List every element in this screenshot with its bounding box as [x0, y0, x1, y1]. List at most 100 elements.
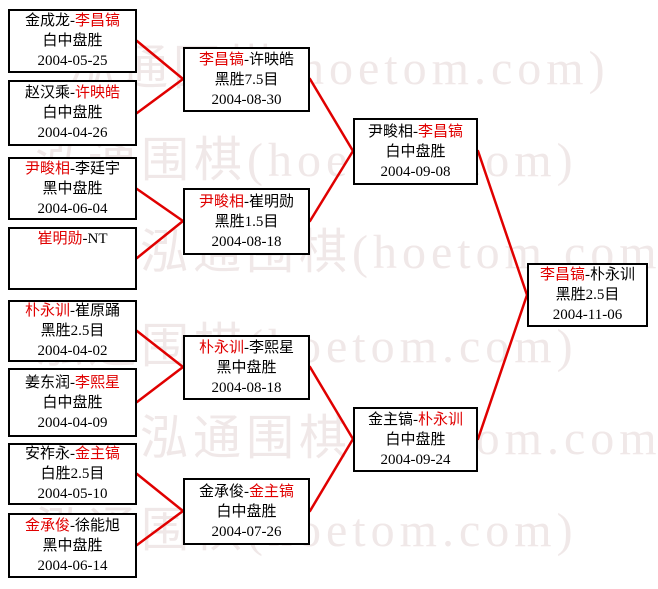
match-result: 白中盘胜 — [42, 33, 103, 49]
bracket-connector — [135, 39, 185, 81]
match-result: 白中盘胜 — [216, 503, 277, 520]
match-date: 2004-06-04 — [37, 200, 108, 217]
match-date: 2004-11-06 — [552, 307, 623, 323]
player-name: 金主镐 — [249, 483, 295, 500]
match-final: 李昌镐-朴永训 黑胜2.5目 2004-11-06 — [527, 263, 648, 327]
match-date: 2004-08-18 — [211, 379, 282, 396]
match-sf-1: 尹畯相-李昌镐 白中盘胜 2004-09-08 — [353, 118, 478, 185]
bracket-connector — [135, 472, 185, 513]
match-date: 2004-09-24 — [380, 451, 451, 468]
match-players: 尹畯相-李昌镐 — [368, 122, 463, 142]
bracket-connector — [476, 149, 529, 297]
watermark-text: 泓通围棋(hoetom.com) — [67, 42, 610, 95]
bracket-connector — [135, 329, 185, 369]
player-name: 金主镐 — [75, 446, 121, 462]
player-name: 朴永训 — [24, 303, 70, 319]
bracket-connector — [135, 77, 185, 115]
match-date: 2004-06-14 — [37, 557, 108, 574]
player-name: 尹畯相 — [367, 123, 413, 140]
player-name: 朴永训 — [418, 411, 464, 428]
player-name: 崔明勋 — [249, 193, 295, 210]
bracket-connector — [476, 293, 529, 441]
match-r1-1: 金成龙-李昌镐 白中盘胜 2004-05-25 — [8, 9, 137, 73]
player-separator: - — [244, 339, 249, 356]
bracket-connector — [135, 219, 185, 260]
match-result: 白中盘胜 — [42, 394, 103, 411]
match-r1-4: 崔明勋-NT — [8, 227, 137, 290]
player-separator: - — [585, 267, 590, 283]
bracket-connector — [308, 437, 355, 513]
player-name: 李熙星 — [75, 374, 121, 391]
player-separator: - — [70, 85, 75, 101]
player-name: 崔原踊 — [75, 303, 121, 319]
player-name: 李廷宇 — [75, 160, 121, 177]
match-date: 2004-08-18 — [211, 233, 282, 250]
player-name: 李昌镐 — [418, 123, 464, 140]
player-name: 徐能旭 — [75, 517, 121, 534]
player-separator: - — [413, 411, 418, 428]
match-players: 尹畯相-李廷宇 — [25, 159, 120, 179]
player-separator: - — [70, 303, 75, 319]
bracket-connector — [135, 365, 185, 404]
player-name: 李昌镐 — [539, 267, 585, 283]
player-name: 李昌镐 — [75, 13, 121, 29]
match-players: 李昌镐-朴永训 — [540, 265, 635, 285]
match-r1-7: 安祚永-金主镐 白胜2.5目 2004-05-10 — [8, 443, 137, 505]
player-name: 金主镐 — [367, 411, 413, 428]
player-separator: - — [70, 517, 75, 534]
match-date: 2004-08-30 — [211, 91, 282, 108]
player-name: 姜东润 — [24, 374, 70, 391]
match-result: 白中盘胜 — [385, 431, 446, 448]
match-date: 2004-07-26 — [211, 523, 282, 540]
match-players: 安祚永-金主镐 — [25, 444, 120, 464]
match-date: 2004-04-26 — [37, 125, 108, 141]
match-r1-3: 尹畯相-李廷宇 黑中盘胜 2004-06-04 — [8, 157, 137, 220]
player-name: 尹畯相 — [198, 193, 244, 210]
bracket-connector — [135, 187, 185, 223]
match-players: 崔明勋-NT — [37, 229, 107, 249]
match-sf-2: 金主镐-朴永训 白中盘胜 2004-09-24 — [353, 407, 478, 472]
bracket-connector — [308, 365, 355, 441]
match-players: 朴永训-崔原踊 — [25, 301, 120, 321]
match-players: 金承俊-徐能旭 — [25, 516, 120, 536]
match-r1-8: 金承俊-徐能旭 黑中盘胜 2004-06-14 — [8, 513, 137, 578]
bracket-connector — [308, 149, 355, 223]
player-separator: - — [70, 13, 75, 29]
player-name: 赵汉乘 — [24, 85, 70, 101]
match-result: 黑胜2.5目 — [555, 287, 620, 303]
player-separator: - — [244, 483, 249, 500]
match-players: 赵汉乘-许映皓 — [25, 83, 120, 103]
match-result: 黑中盘胜 — [42, 180, 103, 197]
match-result: 白胜2.5目 — [40, 466, 105, 482]
player-name: 李熙星 — [249, 339, 295, 356]
player-name: NT — [87, 230, 108, 247]
player-name: 金承俊 — [24, 517, 70, 534]
match-result: 黑中盘胜 — [216, 359, 277, 376]
player-separator: - — [244, 193, 249, 210]
bracket-connector — [135, 509, 185, 547]
match-r2-4: 金承俊-金主镐 白中盘胜 2004-07-26 — [183, 478, 310, 545]
match-players: 李昌镐-许映皓 — [199, 50, 294, 70]
player-name: 金成龙 — [24, 13, 70, 29]
match-result: 黑胜1.5目 — [214, 213, 279, 230]
match-date: 2004-04-09 — [37, 414, 108, 431]
player-name: 朴永训 — [198, 339, 244, 356]
match-r2-1: 李昌镐-许映皓 黑胜7.5目 2004-08-30 — [183, 47, 310, 112]
match-r1-5: 朴永训-崔原踊 黑胜2.5目 2004-04-02 — [8, 300, 137, 362]
player-name: 许映皓 — [249, 51, 295, 68]
match-players: 姜东润-李熙星 — [25, 373, 120, 393]
bracket-connector — [308, 77, 355, 153]
match-r2-3: 朴永训-李熙星 黑中盘胜 2004-08-18 — [183, 335, 310, 400]
player-separator: - — [82, 230, 88, 247]
player-name: 金承俊 — [198, 483, 244, 500]
match-result: 白中盘胜 — [42, 105, 103, 121]
match-date: 2004-04-02 — [37, 343, 108, 359]
match-date: 2004-05-10 — [37, 486, 108, 502]
player-name: 崔明勋 — [37, 230, 83, 247]
match-result: 白中盘胜 — [385, 143, 446, 160]
player-name: 尹畯相 — [24, 160, 70, 177]
player-separator: - — [413, 123, 418, 140]
player-separator: - — [70, 374, 75, 391]
match-players: 尹畯相-崔明勋 — [199, 192, 294, 212]
